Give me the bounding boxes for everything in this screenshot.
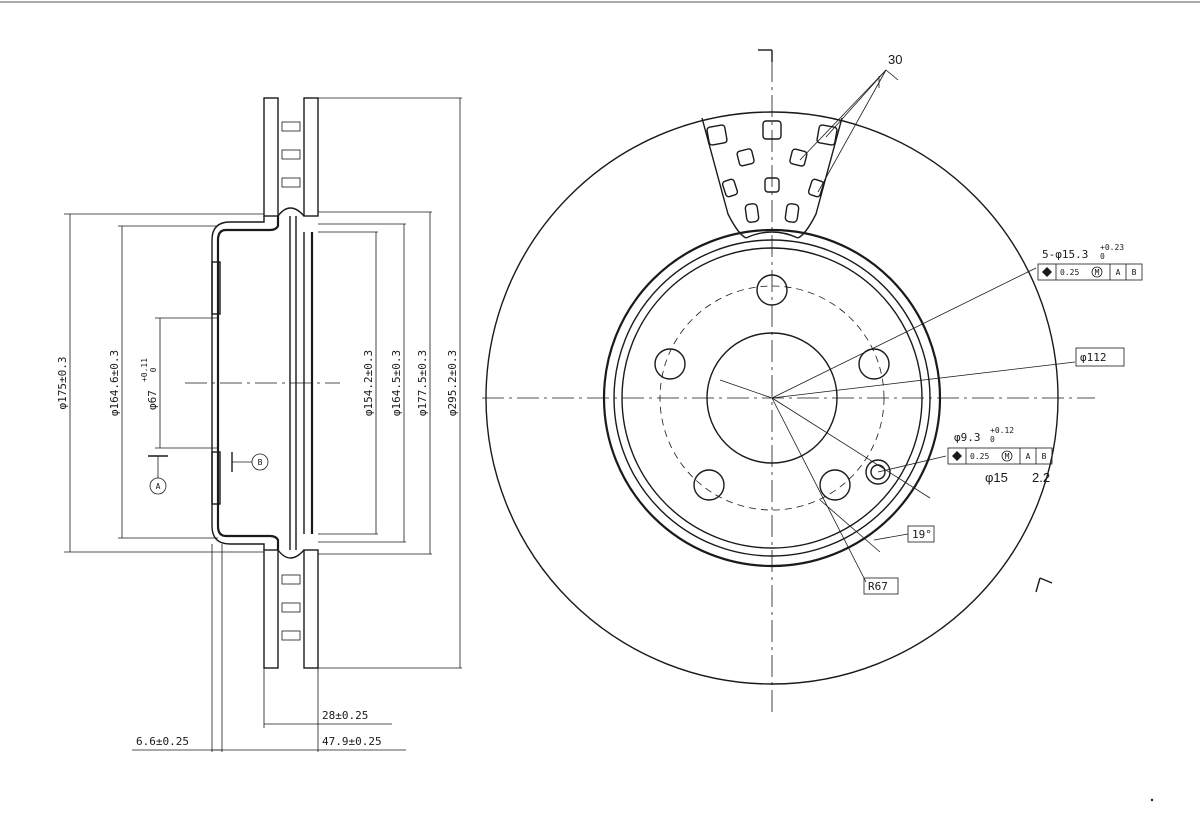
- pcd-circle: [659, 285, 885, 511]
- vent-slot: [807, 178, 825, 198]
- dim-d67-tol: +0.11: [140, 358, 149, 382]
- datum-a-circle: [149, 477, 167, 495]
- radius-box: [863, 577, 899, 595]
- depth-label: 2.2: [1032, 470, 1050, 485]
- outer-braking-wall-top: [303, 97, 319, 217]
- bolt-hole: [858, 348, 890, 380]
- bolt-hole: [819, 469, 851, 501]
- vent-cutaway-outline: [701, 117, 843, 239]
- pin-callout: φ9.3: [954, 431, 981, 444]
- holes-mmc: M: [1095, 268, 1100, 277]
- holes-position-tol: 0.25: [1060, 268, 1079, 277]
- neck-top: [277, 207, 305, 217]
- section-mark-bottom: [1039, 577, 1053, 584]
- inner-braking-wall-top: [263, 97, 279, 217]
- dim-t6: 6.6±0.25: [136, 735, 189, 748]
- pin-mmc: M: [1005, 452, 1010, 461]
- vent-count-leaders: [799, 69, 899, 193]
- angle-label: 19°: [912, 528, 932, 541]
- front-view: 30 5-φ15.3 +0.23 0: [482, 49, 1143, 715]
- braking-inner-circle: [602, 228, 942, 568]
- datum-b-circle: [251, 453, 269, 471]
- pin-position-tol: 0.25: [970, 452, 989, 461]
- hat-inner-circle: [621, 247, 923, 549]
- pcd-label: φ112: [1080, 351, 1107, 364]
- hat-outer-circle: [613, 239, 931, 557]
- bolt-hole: [654, 348, 686, 380]
- side-section-view: φ175±0.3 φ164.6±0.3 φ67 +0.11 0 φ154.2±0…: [56, 97, 462, 752]
- bolt-hole: [693, 469, 725, 501]
- hub-flange-top: [211, 261, 221, 315]
- vent-vanes-top: [281, 121, 301, 188]
- datum-b-label: B: [258, 458, 263, 467]
- thickness-extension-lines: [211, 544, 319, 752]
- holes-datum-b: B: [1132, 268, 1137, 277]
- center-bore: [706, 332, 838, 464]
- leader-lines: [719, 267, 1076, 583]
- vent-slot: [789, 148, 808, 167]
- rotor-outer-circle: [485, 111, 1059, 685]
- pin-tol-zero: 0: [990, 435, 995, 444]
- outer-braking-wall-bottom: [303, 549, 319, 669]
- pcd-box: [1075, 347, 1125, 367]
- vent-slot: [706, 124, 728, 146]
- dim-d154-2: φ154.2±0.3: [362, 350, 375, 416]
- angle-leader: [873, 533, 909, 541]
- vent-slot: [721, 178, 739, 198]
- hat-section-inner: [211, 216, 265, 550]
- neck-bottom: [277, 549, 305, 559]
- hat-section-outline: [216, 216, 280, 550]
- stray-mark: [1150, 798, 1154, 802]
- holes-tol-zero: 0: [1100, 252, 1105, 261]
- dim-d295: φ295.2±0.3: [446, 350, 459, 416]
- dim-d67-tol-zero: 0: [149, 367, 158, 372]
- vent-slot: [764, 177, 780, 193]
- vent-slot: [762, 120, 782, 140]
- dim-d175: φ175±0.3: [56, 357, 69, 410]
- datum-a-label: A: [156, 482, 161, 491]
- dim-d177-5: φ177.5±0.3: [416, 350, 429, 416]
- bolt-hole: [756, 274, 788, 306]
- diameter-dimension-lines: [69, 98, 461, 668]
- hub-flange-bottom: [211, 451, 221, 505]
- holes-datum-a: A: [1116, 268, 1121, 277]
- vent-slot: [744, 203, 760, 223]
- holes-callout: 5-φ15.3: [1042, 248, 1088, 261]
- pin-datum-b: B: [1042, 452, 1047, 461]
- dim-d164-6: φ164.6±0.3: [108, 350, 121, 416]
- dim-t47: 47.9±0.25: [322, 735, 382, 748]
- bolt-holes: [654, 274, 890, 501]
- holes-fcf: [1037, 263, 1143, 281]
- vent-slot: [816, 124, 838, 146]
- holes-tol-plus: +0.23: [1100, 243, 1124, 252]
- pin-tol-plus: +0.12: [990, 426, 1014, 435]
- dim-d67: φ67: [146, 390, 159, 410]
- dim-t28: 28±0.25: [322, 709, 368, 722]
- locating-pin-hole: [865, 459, 891, 485]
- diameter-extension-lines: [64, 97, 462, 669]
- vent-slot: [736, 148, 755, 167]
- vent-count-label: 30: [888, 52, 902, 67]
- radius-label: R67: [868, 580, 888, 593]
- dim-d164-5: φ164.5±0.3: [390, 350, 403, 416]
- pin-fcf: [947, 447, 1053, 465]
- vent-vanes-bottom: [281, 574, 301, 641]
- pin-datum-a: A: [1026, 452, 1031, 461]
- inner-braking-wall-bottom: [263, 549, 279, 669]
- vent-slot: [784, 203, 800, 223]
- vent-pattern: [706, 120, 838, 223]
- counterbore-label: φ15: [985, 470, 1008, 485]
